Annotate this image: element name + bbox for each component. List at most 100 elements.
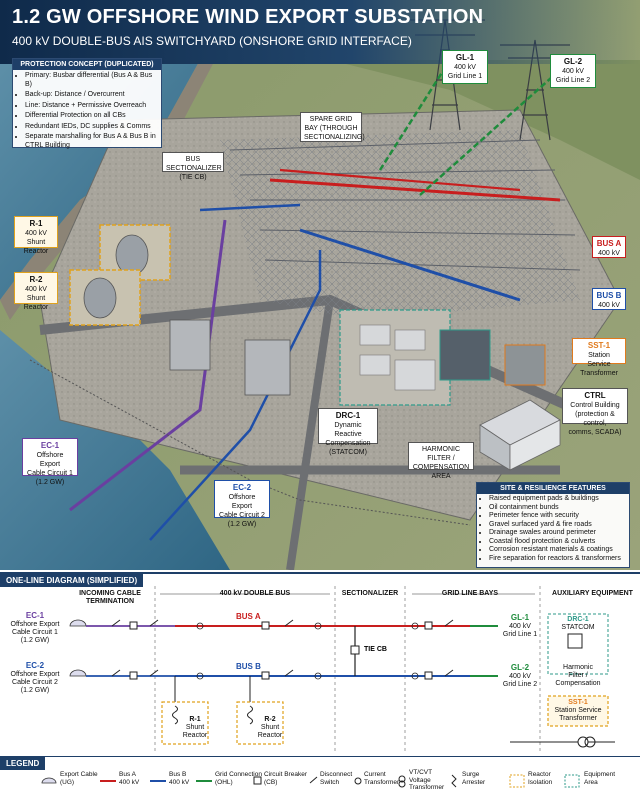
circuit-breaker-icon: [424, 671, 433, 680]
grid-line-2: [419, 69, 561, 196]
oneline-harm-l1: Harmonic: [563, 664, 593, 671]
legend-item-vt-l1: VT/CVT: [409, 769, 433, 776]
callout-r2-l1: 400 kV: [25, 286, 47, 293]
legend-item-cb-l2: (CB): [264, 778, 278, 786]
callout-busa-l1: 400 kV: [598, 250, 620, 257]
legend-item-grid-l1: Grid Connection: [215, 771, 262, 778]
oneline-sst1-label: SST-1 Station Service Transformer: [548, 699, 608, 723]
legend-item-surge-l2: Arrester: [462, 778, 486, 786]
callout-ctrl-name: CTRL: [584, 391, 606, 400]
callout-bus-a: BUS A 400 kV: [592, 236, 626, 258]
callout-r2-l2: Shunt Reactor: [23, 295, 49, 311]
oneline-r1-l2: Reactor: [182, 732, 208, 739]
callout-ctrl-l1: Control Building: [570, 402, 620, 409]
callout-gl1-l1: 400 kV: [454, 64, 476, 71]
legend-ct-icon: [354, 777, 362, 785]
callout-ctrl: CTRL Control Building (protection & cont…: [562, 388, 628, 436]
oneline-ec2-l1: Offshore Export: [10, 671, 60, 678]
drc-area: [339, 309, 451, 406]
circuit-breaker-icon: [424, 621, 433, 630]
section-grid-bays: GRID LINE BAYS: [441, 590, 499, 597]
oneline-drc1-name: DRC-1: [567, 616, 589, 623]
callout-ec2: EC-2 Offshore Export Cable Circuit 2 (1.…: [214, 480, 270, 528]
one-line-diagram: [69, 586, 615, 752]
callout-harmonic-filter: HARMONIC FILTER / COMPENSATION AREA: [408, 442, 474, 480]
protection-item: Back-up: Distance / Overcurrent: [25, 91, 161, 100]
circuit-breaker-icon: [261, 621, 270, 630]
disconnect-switch-icon: [444, 619, 454, 627]
oneline-gl1-l1: 400 kV: [509, 623, 531, 630]
reactor-coil-icon: [247, 705, 253, 725]
access-road: [286, 299, 334, 570]
one-line-diagram-panel: ONE-LINE DIAGRAM (SIMPLIFIED): [0, 572, 640, 758]
disconnect-switch-icon: [444, 669, 454, 677]
protection-item: Line: Distance + Permissive Overreach: [25, 102, 161, 111]
sst-equipment: [504, 344, 546, 386]
current-transformer-icon: [314, 622, 322, 630]
protection-title: PROTECTION CONCEPT (DUPLICATED): [13, 59, 161, 70]
callout-ctrl-l3: comms, SCADA): [568, 429, 622, 436]
oneline-gl2-l1: 400 kV: [509, 673, 531, 680]
callout-r1: R-1 400 kV Shunt Reactor: [14, 216, 58, 255]
oneline-bus-a-label: BUS A: [236, 612, 261, 621]
bus-a-line: [269, 178, 561, 202]
oneline-gl2-label: GL-2 400 kV Grid Line 2: [500, 664, 540, 689]
callout-ec2-l2: Cable Circuit 2: [219, 512, 265, 519]
oneline-r2-l1: Shunt: [260, 724, 280, 731]
legend-item-grid-l2: (OHL): [215, 778, 233, 786]
callout-drc1: DRC-1 Dynamic Reactive Compensation (STA…: [318, 408, 378, 456]
callout-ec2-l1: Offshore Export: [228, 494, 256, 510]
section-sectionalizer: SECTIONALIZER: [341, 590, 399, 597]
legend-item-bus-a-l2: 400 kV: [119, 778, 140, 786]
hills: [330, 60, 640, 180]
callout-spare-l2: BAY (THROUGH: [304, 125, 358, 132]
oneline-gl2-l2: Grid Line 2: [502, 681, 538, 688]
statcom-icon: [567, 633, 583, 649]
legend-item-bus-b-l1: Bus B: [169, 771, 187, 778]
callout-sst1-l2: Transformer: [580, 370, 618, 377]
callout-sst1: SST-1 Station Service Transformer: [572, 338, 626, 377]
callout-drc1-name: DRC-1: [335, 411, 361, 420]
callout-harm-l1: HARMONIC FILTER /: [421, 446, 461, 462]
oneline-r1-l1: Shunt: [185, 724, 205, 731]
protection-concept-panel: PROTECTION CONCEPT (DUPLICATED) Primary:…: [12, 58, 162, 149]
oneline-drc1-l1: STATCOM: [561, 624, 595, 631]
protection-item: Redundant IEDs, DC supplies & Comms: [25, 123, 161, 132]
oneline-ec2-l3: (1.2 GW): [20, 687, 50, 694]
oneline-title: ONE-LINE DIAGRAM (SIMPLIFIED): [0, 574, 144, 587]
current-transformer-icon: [411, 672, 419, 680]
disconnect-switch-icon: [284, 619, 294, 627]
circuit-breaker-icon: [129, 671, 138, 680]
callout-ec2-name: EC-2: [232, 483, 252, 492]
harmonic-filter-equipment: [439, 329, 491, 381]
callout-busa-name: BUS A: [596, 239, 622, 248]
callout-gl1: GL-1 400 kV Grid Line 1: [442, 50, 488, 84]
oneline-ec1-l1: Offshore Export: [10, 621, 60, 628]
oneline-ec2-name: EC-2: [25, 661, 45, 670]
section-incoming: INCOMING CABLE TERMINATION: [79, 590, 141, 605]
site-title: SITE & RESILIENCE FEATURES: [477, 483, 629, 494]
bus-b-line-2: [199, 203, 301, 212]
legend-item-vt-l2: Voltage: [409, 776, 431, 784]
section-aux: AUXILIARY EQUIPMENT: [552, 590, 633, 597]
callout-drc1-l1: Dynamic Reactive: [334, 422, 362, 438]
disconnect-switch-icon: [111, 619, 121, 627]
callout-r1-name: R-1: [29, 219, 43, 228]
bus-b-line: [299, 228, 521, 302]
r2-isolation-box: [236, 701, 284, 745]
callout-spare-l1: SPARE GRID: [309, 116, 353, 123]
site-resilience-panel: SITE & RESILIENCE FEATURES Raised equipm…: [476, 482, 630, 568]
oneline-r2-name: R-2: [264, 716, 276, 723]
r1-isolation-box: [161, 701, 209, 745]
oneline-ec1-l3: (1.2 GW): [20, 637, 50, 644]
oneline-ec1-name: EC-1: [25, 611, 45, 620]
callout-spare-l3: SECTIONALIZING): [304, 134, 365, 141]
protection-item: Primary: Busbar differential (Bus A & Bu…: [25, 72, 161, 89]
section-double-bus: 400 kV DOUBLE BUS: [219, 590, 291, 597]
callout-ec1-l3: (1.2 GW): [35, 479, 65, 486]
disconnect-switch-icon: [284, 669, 294, 677]
oneline-harm-label: Harmonic Filter / Compensation: [548, 664, 608, 688]
oneline-ec1-l2: Cable Circuit 1: [12, 629, 58, 636]
site-item: Perimeter fence with security: [489, 512, 629, 521]
